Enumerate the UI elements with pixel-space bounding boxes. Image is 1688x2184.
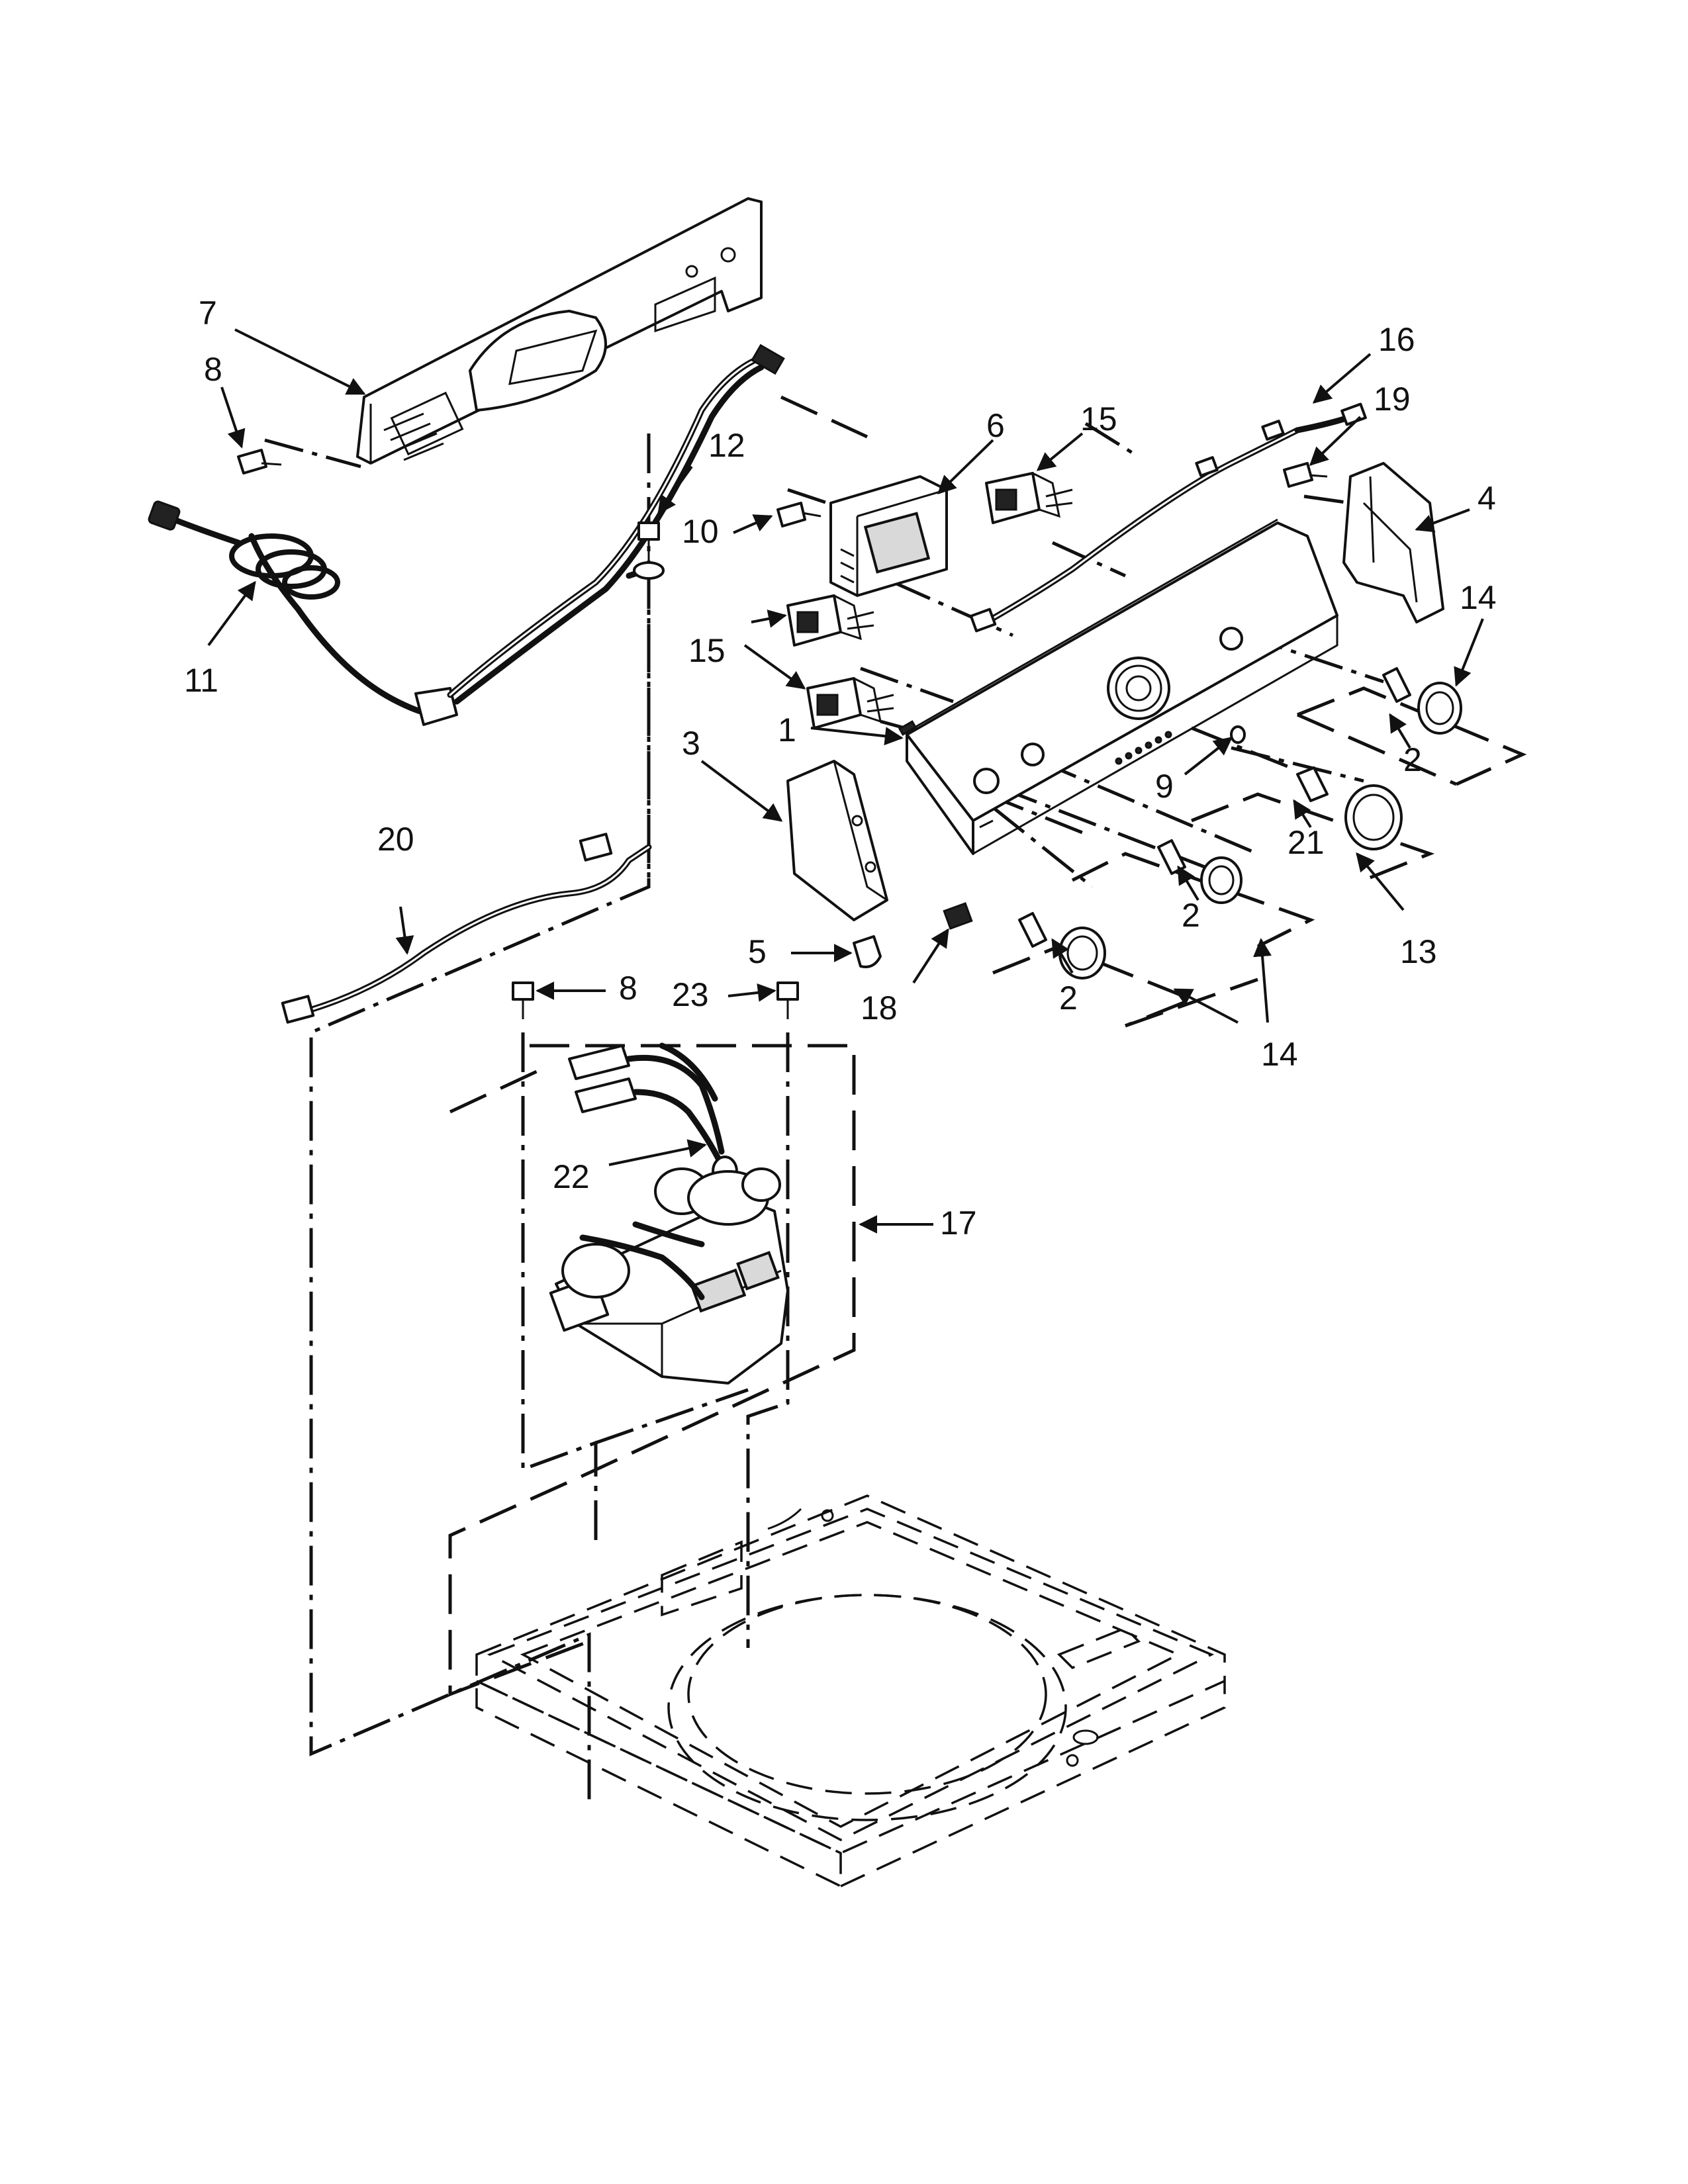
callout-22: 22 <box>553 1158 590 1195</box>
end-cap-right <box>1342 462 1444 623</box>
water-valve-harness <box>568 1042 738 1187</box>
control-board <box>829 475 948 597</box>
callout-15-upper: 15 <box>1080 400 1117 437</box>
switch-middle <box>786 594 874 647</box>
wire-harness <box>281 833 652 1024</box>
assembly-lines <box>264 395 1527 1800</box>
callout-5: 5 <box>748 933 767 970</box>
callout-8-upper: 8 <box>204 351 222 388</box>
clip-5 <box>853 935 882 968</box>
end-cap-left <box>786 760 888 921</box>
callout-14-lower: 14 <box>1261 1036 1298 1073</box>
switch-lower <box>806 677 894 729</box>
callout-2-middle: 2 <box>1182 897 1200 934</box>
callout-14-right: 14 <box>1460 579 1497 616</box>
water-valve-assembly <box>549 1167 789 1385</box>
callout-19: 19 <box>1374 381 1411 418</box>
callout-10: 10 <box>682 513 719 550</box>
callout-15-lower: 15 <box>688 632 726 669</box>
indicator-dots <box>1115 731 1172 765</box>
top-cover <box>475 1494 1226 1888</box>
screw-19 <box>1283 462 1328 488</box>
screw-10 <box>776 502 821 527</box>
callout-9: 9 <box>1155 768 1174 805</box>
callout-2-left: 2 <box>1059 979 1078 1017</box>
timer-knob <box>1296 766 1403 850</box>
screw-lower-8 <box>512 981 534 1019</box>
callout-17: 17 <box>940 1205 977 1242</box>
callout-3: 3 <box>682 725 700 762</box>
connector-18 <box>943 902 973 930</box>
callout-21: 21 <box>1288 824 1325 861</box>
spacer-9 <box>1230 725 1246 744</box>
console-wire <box>969 402 1367 633</box>
knob-right <box>1382 667 1462 735</box>
callout-4: 4 <box>1477 480 1496 517</box>
console-panel <box>898 518 1338 855</box>
callout-7: 7 <box>199 295 217 332</box>
leader-arrows <box>207 328 1484 1234</box>
switch-upper <box>985 472 1073 524</box>
callout-20: 20 <box>377 821 414 858</box>
callout-6: 6 <box>986 407 1005 444</box>
power-cord <box>148 500 458 726</box>
callout-8-lower: 8 <box>619 970 637 1007</box>
ground-screw <box>633 522 665 580</box>
console-back-panel <box>356 197 763 465</box>
screw-upper <box>237 449 282 475</box>
callout-16: 16 <box>1378 321 1415 358</box>
callout-13: 13 <box>1400 933 1437 970</box>
callout-11: 11 <box>184 662 218 699</box>
knob-left <box>1018 912 1106 979</box>
callout-1: 1 <box>778 711 796 749</box>
callout-labels: 7 8 12 11 10 6 15 16 19 4 14 15 1 3 2 9 … <box>184 295 1497 1242</box>
screw-23 <box>776 981 799 1019</box>
callout-23: 23 <box>672 976 709 1013</box>
vent-slots <box>383 412 444 461</box>
callout-2-right: 2 <box>1403 741 1422 778</box>
knob-middle <box>1157 839 1243 904</box>
callout-18: 18 <box>861 989 898 1026</box>
callout-12: 12 <box>708 427 745 464</box>
